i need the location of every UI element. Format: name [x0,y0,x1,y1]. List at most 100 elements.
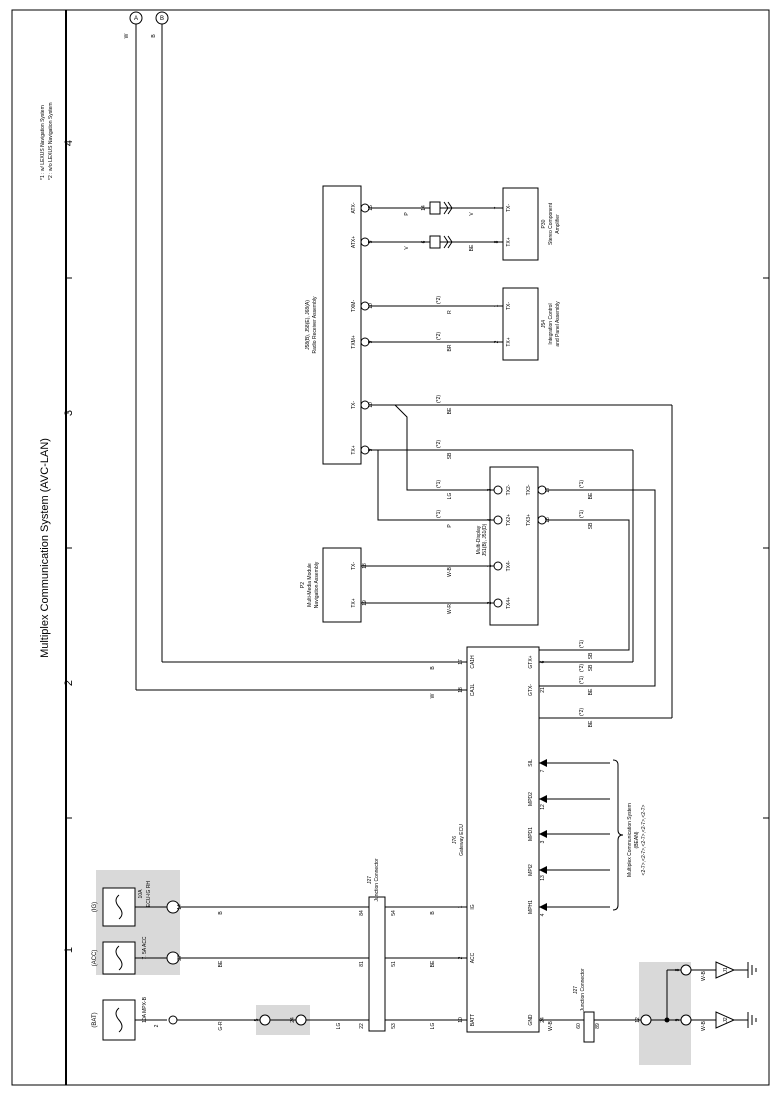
fuse-mpx: 2 (BAT) 10A MPX-B [92,996,178,1041]
zone-2: 2 [63,680,75,686]
multiplex-note-title: Multiplex Communication System [627,803,633,877]
gateway-ecu: J76 Gateway ECU 10 BATT 2 ACC 1 IG 18 CA… [452,646,546,1033]
wire-tx4-plus-label: W-R [447,604,453,614]
zone-ticks [66,277,769,819]
wire-tx4-minus-label: W-B [447,567,453,577]
svg-text:GND: GND [528,1014,534,1026]
tx2-minus-mark: (*1) [436,480,442,488]
tx-plus-mark: (*2) [436,440,442,448]
tx2-plus-mark: (*1) [436,510,442,518]
stereo-amplifier: P30 Stereo Component Amplifier 8 TX+ 7 T… [494,187,561,261]
wire-batt-label: G-R [218,1021,224,1031]
gtx-wire-1: SB [588,652,594,659]
svg-text:Gateway ECU: Gateway ECU [459,824,465,856]
amp-plus-wire: BE [469,244,475,251]
ca1l-wire-label: W [430,693,436,698]
svg-text:J58(B), J58(E), J68(A): J58(B), J58(E), J68(A) [305,300,311,350]
svg-text:CA1H: CA1H [470,655,476,669]
svg-text:21: 21 [540,687,546,693]
svg-text:1: 1 [458,905,464,908]
offpage-b-wire: B [151,34,157,38]
amp-splice-2: 14 [421,205,427,211]
fuse-mpx-pin: 2 [154,1024,160,1027]
atx-minus-wire: P [404,212,410,216]
svg-text:TX-: TX- [506,204,512,212]
ca1h-wire-label: B [430,666,436,670]
svg-text:TX-: TX- [351,401,357,409]
zone-1: 1 [63,947,75,953]
note-1: *1 : w/ LEXUS Navigation System [40,105,46,180]
svg-text:Junction Connector: Junction Connector [374,858,380,901]
wire-gnd-label: W-B [548,1021,554,1031]
svg-text:2: 2 [458,956,464,959]
tx3-minus-mark: (*1) [579,480,585,488]
tx3-plus-mark: (*1) [579,510,585,518]
svg-text:53: 53 [391,1023,397,1029]
fuse-acc-name: 7. 5A ACC [142,936,148,959]
multiplex-note-sub: (BEAN) [634,831,640,848]
atx-plus-wire: V [404,246,410,250]
fuse-mpx-signal: (BAT) [92,1012,98,1027]
svg-text:89: 89 [595,1023,601,1029]
gtx-wire-4: BE [588,720,594,727]
gtx-mark-2: (*2) [579,664,585,672]
svg-text:Junction Connector: Junction Connector [580,968,586,1011]
mpx-pins: MPH1 4 MPI2 13 MPD1 3 MPD2 12 SIL 7 [528,759,624,916]
gtx-wire-3: BE [588,688,594,695]
svg-text:TXM-: TXM- [351,300,357,313]
svg-text:5: 5 [254,1018,260,1021]
txm-plus-mark: (*2) [436,332,442,340]
svg-text:TX+: TX+ [506,237,512,246]
svg-text:J27: J27 [573,986,579,994]
svg-text:12: 12 [635,1017,641,1023]
svg-text:GTX-: GTX- [528,684,534,696]
svg-text:TX4-: TX4- [506,560,512,571]
gtx-mark-4: (*2) [579,708,585,716]
fuse-ecu-ig-amp: 10A [138,889,144,899]
wire-batt-label-3: LG [430,1023,436,1030]
svg-text:A: A [134,16,138,22]
svg-text:84: 84 [359,910,365,916]
radio-receiver: J58(B), J58(E), J68(A) Radio Receiver As… [305,185,374,465]
ground-splice: 12 9 8 W-B W-B [635,964,716,1031]
svg-text:ATX-: ATX- [351,202,357,213]
svg-text:TX+: TX+ [506,337,512,346]
svg-text:17: 17 [458,659,464,665]
tx2-plus-wire: P [447,524,453,528]
svg-text:54: 54 [391,910,397,916]
txm-minus-mark: (*2) [436,296,442,304]
offpage-b: B [155,11,169,25]
wire-acc-label: BE [218,960,224,967]
svg-text:24: 24 [290,1017,296,1023]
svg-text:TX-: TX- [506,302,512,310]
wire-acc-label-2: BE [430,960,436,967]
svg-text:Multi-Media Module: Multi-Media Module [307,563,313,607]
wire-ig-label: B [218,911,224,915]
integration-control-panel: J54 Integration Control and Panel Assemb… [494,287,561,361]
fuse-ecu-ig-signal: (IG) [92,902,98,912]
svg-text:Amplifier: Amplifier [555,214,561,234]
svg-text:MPD1: MPD1 [528,827,534,841]
gtx-mark-1: (*1) [579,640,585,648]
svg-text:ATX+: ATX+ [351,236,357,248]
offpage-a: A [129,11,143,25]
svg-text:12: 12 [540,804,546,810]
tx-minus-wire: BE [447,407,453,414]
page-title: Multiplex Communication System (AVC-LAN) [39,438,51,658]
svg-text:GTX+: GTX+ [528,655,534,668]
note-2: *2 : w/o LEXUS Navigation System [48,102,54,180]
svg-text:J54: J54 [541,320,547,328]
navigation-assembly: P2 Multi-Media Module Navigation Assembl… [300,547,368,623]
svg-text:Radio Receiver Assembly: Radio Receiver Assembly [312,296,318,353]
ground-zone [639,962,691,1065]
tx-plus-wire: SB [447,452,453,459]
svg-text:Multi-Display: Multi-Display [476,525,482,554]
svg-text:P2: P2 [300,582,306,588]
fuse-ecu-ig: 14 (IG) ECU-IG RH 10A [92,881,183,927]
svg-text:TX2+: TX2+ [506,514,512,526]
svg-text:7: 7 [540,769,546,772]
svg-text:3: 3 [540,840,546,843]
wire-batt-label-2: LG [336,1023,342,1030]
svg-text:P30: P30 [541,219,547,228]
